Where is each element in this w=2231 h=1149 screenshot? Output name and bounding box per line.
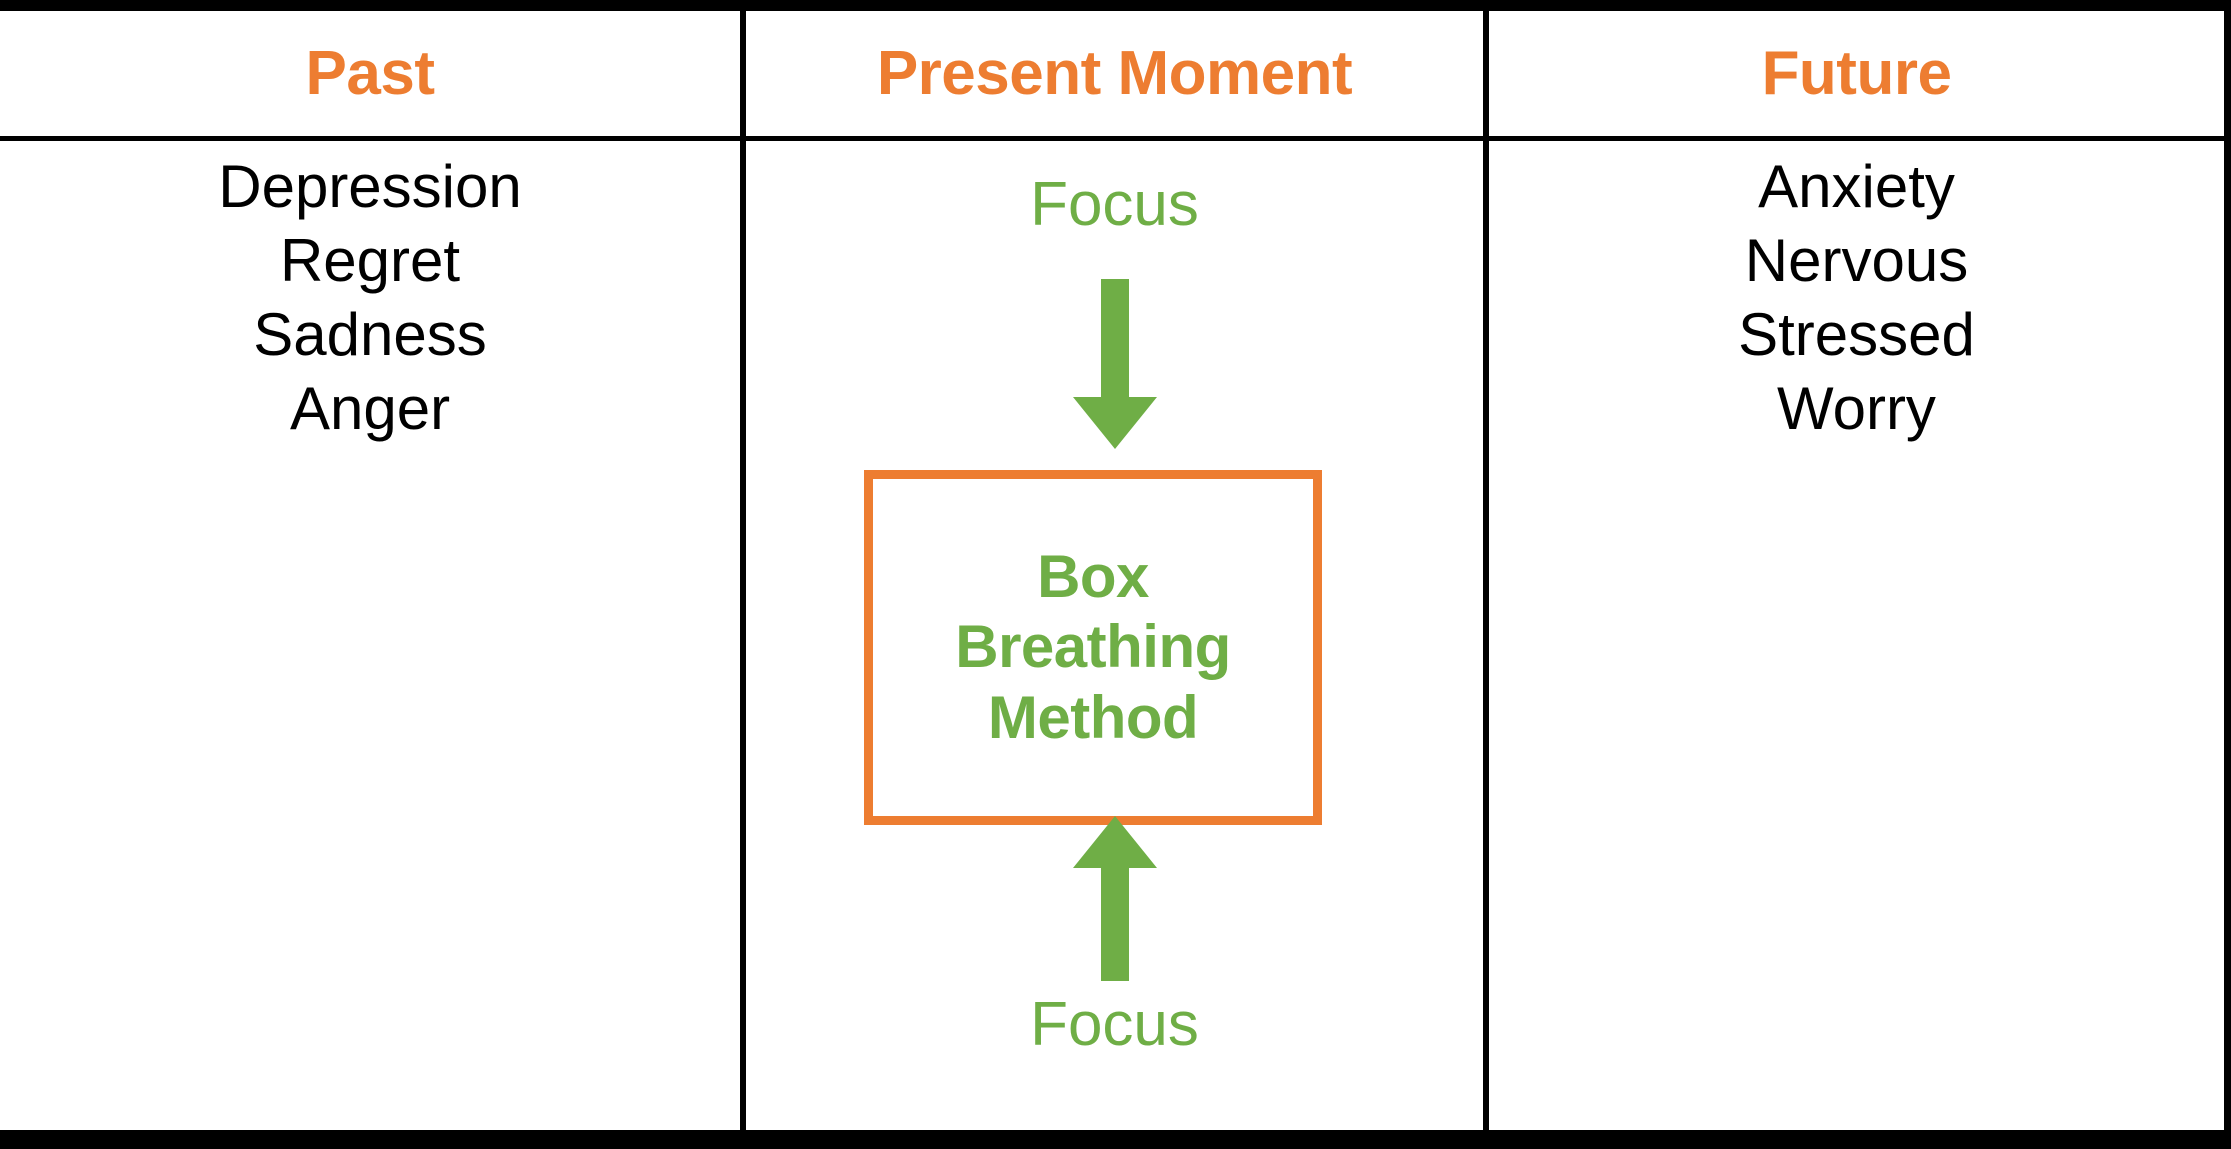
list-item: Stressed (1738, 301, 1975, 368)
list-item: Nervous (1744, 227, 1969, 294)
list-item: Anxiety (1758, 153, 1955, 220)
past-word-list: Depression Regret Sadness Anger (0, 155, 740, 451)
column-header-present-moment: Present Moment (876, 39, 1353, 108)
box-title-line-3: Method (987, 683, 1199, 751)
focus-label-top: Focus (1030, 170, 1199, 239)
table-right-border (2224, 0, 2231, 1149)
list-item: Depression (218, 153, 522, 220)
table-top-border (0, 0, 2231, 11)
box-title-line-1: Box (1037, 543, 1149, 611)
table-bottom-border (0, 1130, 2231, 1149)
column-header-past: Past (305, 39, 435, 108)
column-header-future: Future (1761, 39, 1952, 108)
list-item: Sadness (253, 301, 487, 368)
list-item: Regret (279, 227, 461, 294)
arrow-up-icon (1072, 816, 1157, 981)
present-moment-column: Focus Box Breathing Method Focus (746, 141, 1483, 1130)
arrow-down-icon (1072, 279, 1157, 449)
future-word-list: Anxiety Nervous Stressed Worry (1489, 155, 2224, 451)
column-divider-right (1483, 11, 1489, 1130)
box-title-line-2: Breathing (955, 613, 1231, 681)
list-item: Anger (289, 375, 451, 442)
list-item: Worry (1777, 375, 1936, 442)
header-row-divider (0, 136, 2224, 141)
box-breathing-method-box: Box Breathing Method (864, 470, 1322, 825)
column-divider-left (740, 11, 746, 1130)
focus-label-bottom: Focus (1030, 990, 1199, 1059)
